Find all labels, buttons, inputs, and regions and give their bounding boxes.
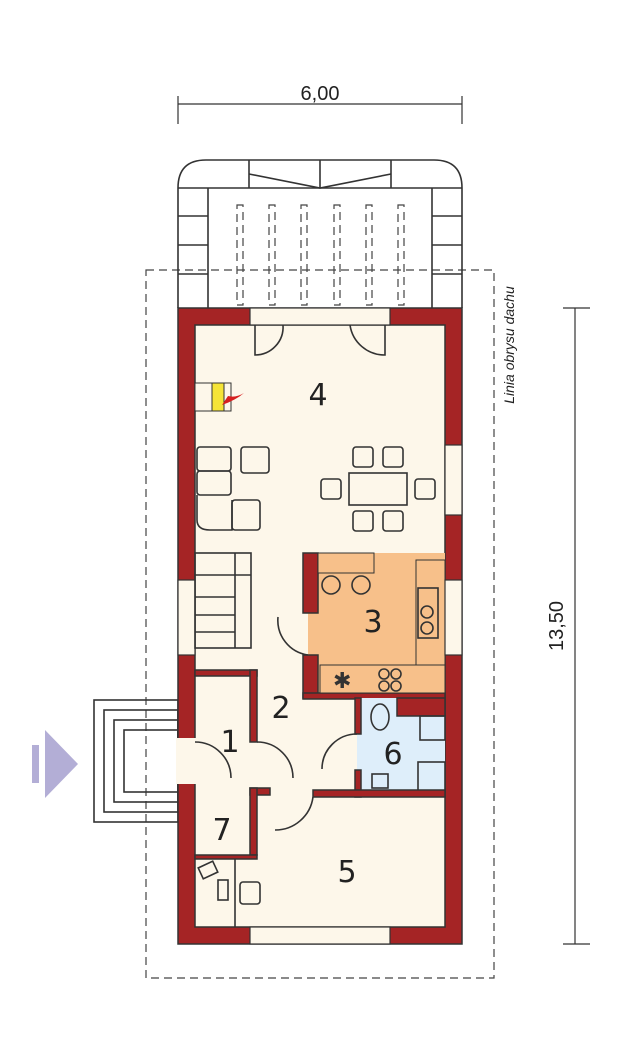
room-number-1: 1 — [220, 725, 239, 760]
room-number-6: 6 — [383, 737, 402, 772]
stove-icon — [378, 668, 402, 692]
room-number-4: 4 — [308, 378, 327, 413]
roof-outline — [145, 269, 495, 979]
partition-wall — [249, 787, 258, 856]
kitchen-wall — [302, 552, 319, 614]
partition-wall — [312, 789, 446, 798]
partition-wall — [194, 854, 258, 860]
width-label: 6,00 — [301, 83, 340, 105]
length-dimension: 13,50 — [546, 307, 590, 945]
entrance-door[interactable] — [176, 738, 198, 784]
kitchen-wall — [302, 654, 319, 699]
stool — [351, 575, 371, 595]
room-number-2: 2 — [271, 691, 290, 726]
length-label: 13,50 — [546, 601, 568, 651]
toilet-icon — [370, 703, 390, 731]
entrance-arrow-icon — [32, 730, 78, 798]
bathroom-wall — [396, 697, 446, 717]
bathroom-wall — [354, 697, 362, 735]
kitchen-counter — [317, 552, 375, 574]
sink-icon — [417, 587, 439, 639]
partition-wall — [194, 669, 258, 677]
door-swings — [194, 324, 386, 831]
room-number-3: 3 — [363, 605, 382, 640]
staircase — [194, 552, 252, 649]
entrance-steps — [93, 699, 179, 823]
furniture — [196, 446, 436, 927]
width-dimension: 6,00 — [177, 83, 463, 124]
partition-wall — [249, 669, 258, 743]
room-number-7: 7 — [212, 813, 231, 848]
terrace — [177, 159, 463, 308]
room-number-5: 5 — [337, 855, 356, 890]
shower-icon — [419, 715, 446, 741]
stool — [321, 575, 341, 595]
washbasin-icon — [371, 773, 389, 789]
fridge-icon: ✱ — [333, 668, 351, 693]
fireplace-icon — [194, 382, 244, 412]
roof-outline-label: Linia obrysu dachu — [501, 286, 517, 404]
